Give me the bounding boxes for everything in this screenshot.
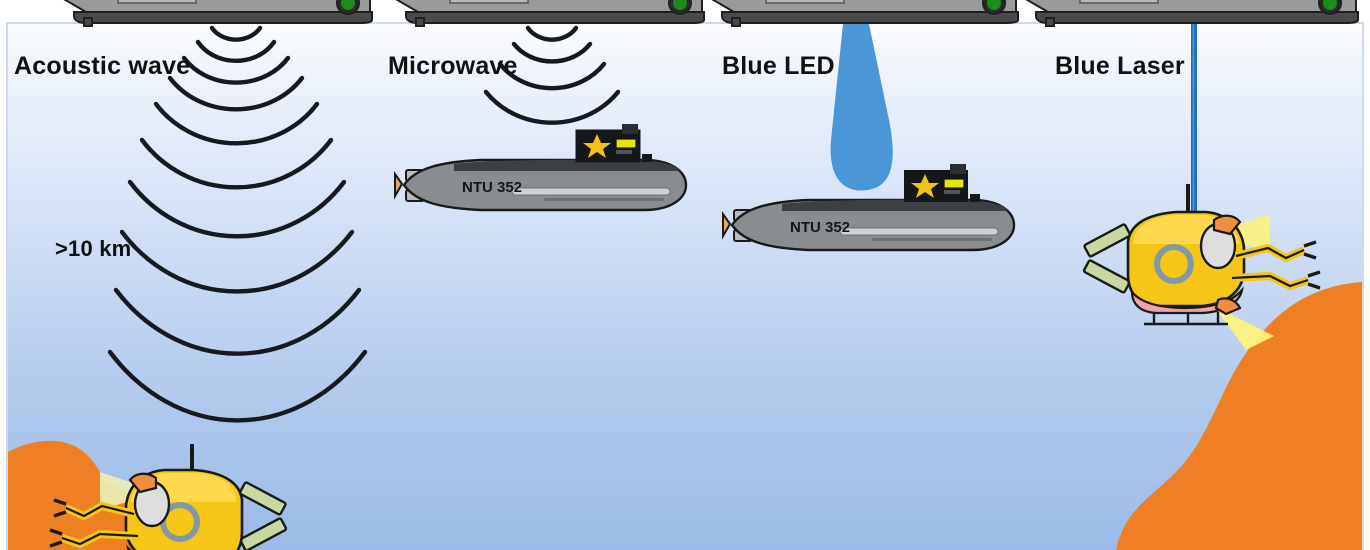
ship-dome bbox=[1318, 0, 1342, 15]
ship-dome bbox=[336, 0, 360, 15]
panel-label-acoustic-wave: Acoustic wave bbox=[14, 52, 191, 80]
ship-dome bbox=[668, 0, 692, 15]
ocean-water-background bbox=[6, 22, 1364, 550]
acoustic-range-label: >10 km bbox=[55, 236, 132, 261]
panel-label-blue-led: Blue LED bbox=[722, 52, 835, 80]
panel-label-microwave: Microwave bbox=[388, 52, 518, 80]
ship-dome bbox=[982, 0, 1006, 15]
panel-label-blue-laser: Blue Laser bbox=[1055, 52, 1185, 80]
